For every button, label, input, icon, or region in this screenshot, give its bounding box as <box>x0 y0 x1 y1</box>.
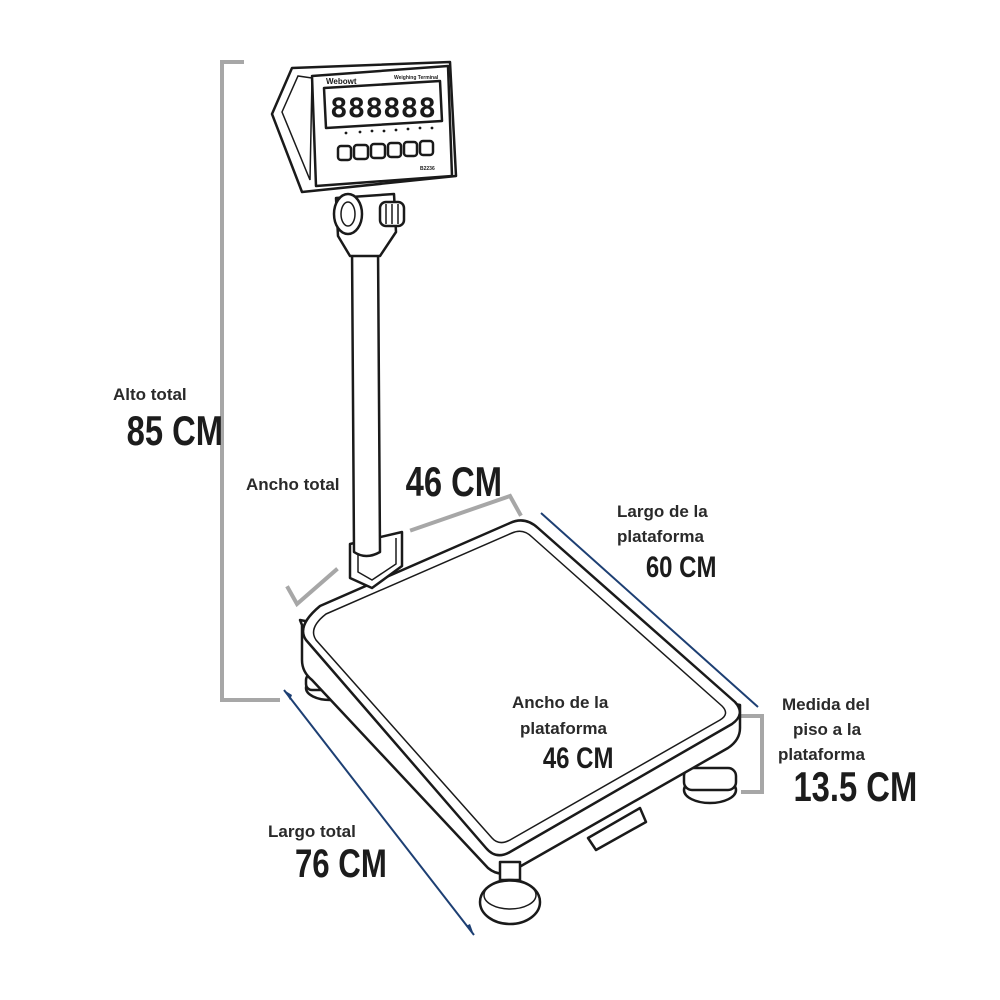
medida-piso-label-3: plataforma <box>778 745 865 764</box>
tilt-bracket <box>332 192 406 258</box>
medida-piso-value: 13.5 CM <box>793 763 917 810</box>
display-digits: 888888 <box>330 93 436 124</box>
print-key <box>418 139 435 157</box>
floor-height-bracket <box>741 714 764 794</box>
ancho-total-bracket <box>285 493 523 608</box>
keypad <box>336 139 435 162</box>
largo-plataforma-label-2: plataforma <box>617 527 704 546</box>
alto-total-value: 85 CM <box>127 407 223 454</box>
ancho-plataforma-label-2: plataforma <box>520 719 607 738</box>
zero-key <box>352 143 370 161</box>
function-key <box>386 141 403 159</box>
medida-piso-label-1: Medida del <box>782 695 870 714</box>
column-pole <box>350 244 382 558</box>
largo-total-value: 76 CM <box>295 841 387 886</box>
brand-logo: Webowt <box>326 77 357 86</box>
ancho-plataforma-label-1: Ancho de la <box>512 693 609 712</box>
platform-top-inset <box>312 530 727 844</box>
largo-total-label: Largo total <box>268 822 356 841</box>
model-label: B2236 <box>420 166 435 172</box>
tare-key <box>369 142 387 160</box>
medida-piso-label-2: piso a la <box>793 720 862 739</box>
indicator-row <box>344 126 434 135</box>
ancho-plataforma-value: 46 CM <box>543 740 614 774</box>
ancho-total-value: 46 CM <box>406 458 502 505</box>
ancho-total-label: Ancho total <box>246 475 340 494</box>
back-foot-right <box>682 766 738 805</box>
clear-key <box>402 140 419 158</box>
underside-plate <box>586 806 648 852</box>
largo-plataforma-value: 60 CM <box>646 549 717 583</box>
screen-window <box>322 79 444 130</box>
front-foot <box>478 860 542 926</box>
alto-total-label: Alto total <box>113 385 187 404</box>
scale-illustration: Webowt Weighing Terminal 888888 B2236 <box>270 60 742 926</box>
terminal-label: Weighing Terminal <box>394 75 439 81</box>
largo-plataforma-label-1: Largo de la <box>617 502 708 521</box>
largo-total-arrow <box>283 689 475 936</box>
alto-total-bracket <box>220 60 280 702</box>
power-key <box>336 144 353 162</box>
largo-plataforma-line <box>540 512 759 708</box>
